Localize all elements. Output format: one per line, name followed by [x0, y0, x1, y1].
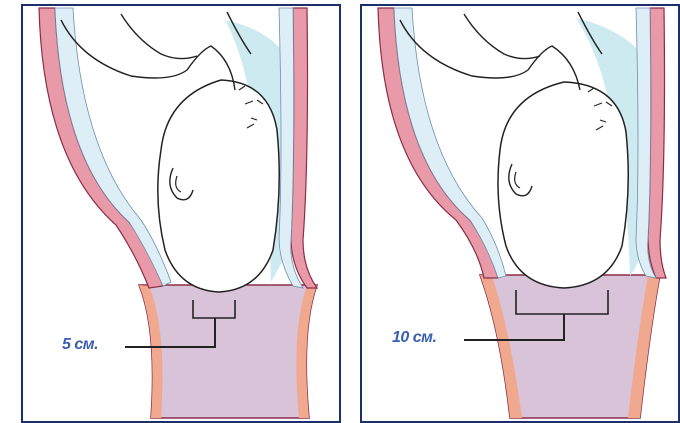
dilation-label-10cm: 10 см. — [392, 329, 436, 347]
fetal-head — [498, 82, 628, 288]
panel-10cm: 10 см. — [360, 0, 680, 423]
panel-5cm-illustration — [21, 0, 341, 423]
panel-10cm-illustration — [360, 0, 680, 423]
vaginal-canal — [139, 285, 317, 418]
dilation-label-5cm: 5 см. — [62, 336, 98, 354]
panel-5cm: 5 см. — [21, 0, 341, 423]
